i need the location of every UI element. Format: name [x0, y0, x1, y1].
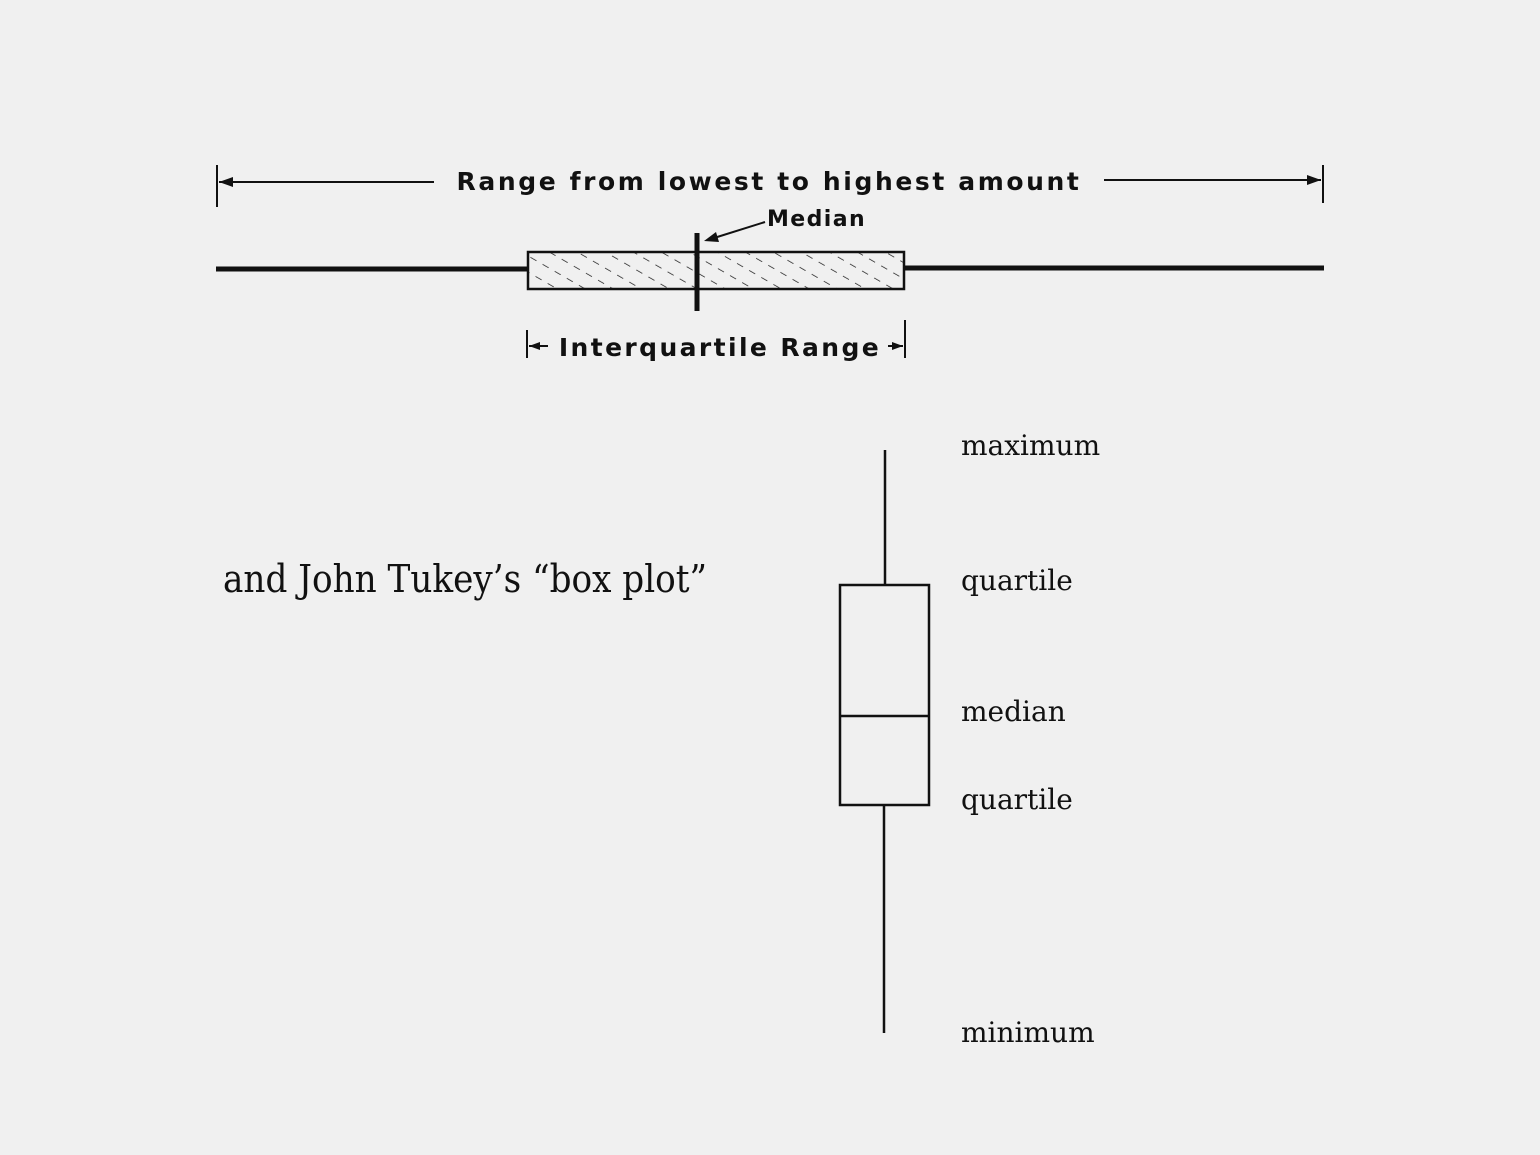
minimum-label: minimum	[961, 1016, 1095, 1049]
range-left-arrowhead	[219, 177, 233, 187]
lower-quartile-label: quartile	[961, 783, 1073, 816]
maximum-label: maximum	[961, 429, 1100, 462]
median-label: Median	[767, 207, 866, 232]
range-diagram: Range from lowest to highest amount Medi…	[216, 165, 1324, 362]
hatched-iqr-box	[526, 250, 906, 291]
caption: and John Tukey’s “box plot”	[223, 557, 707, 601]
iqr-right-arrowhead	[892, 342, 903, 350]
median-box-label: median	[961, 695, 1066, 728]
range-right-arrowhead	[1307, 175, 1321, 185]
upper-quartile-label: quartile	[961, 564, 1073, 597]
box	[838, 583, 931, 807]
median-pointer-line	[713, 221, 766, 239]
iqr-label: Interquartile Range	[559, 333, 881, 362]
median-pointer-arrowhead	[704, 232, 719, 242]
iqr-left-arrowhead	[529, 342, 540, 350]
range-label: Range from lowest to highest amount	[457, 167, 1082, 196]
tukey-box-plot: maximum quartile median quartile minimum	[838, 429, 1100, 1049]
